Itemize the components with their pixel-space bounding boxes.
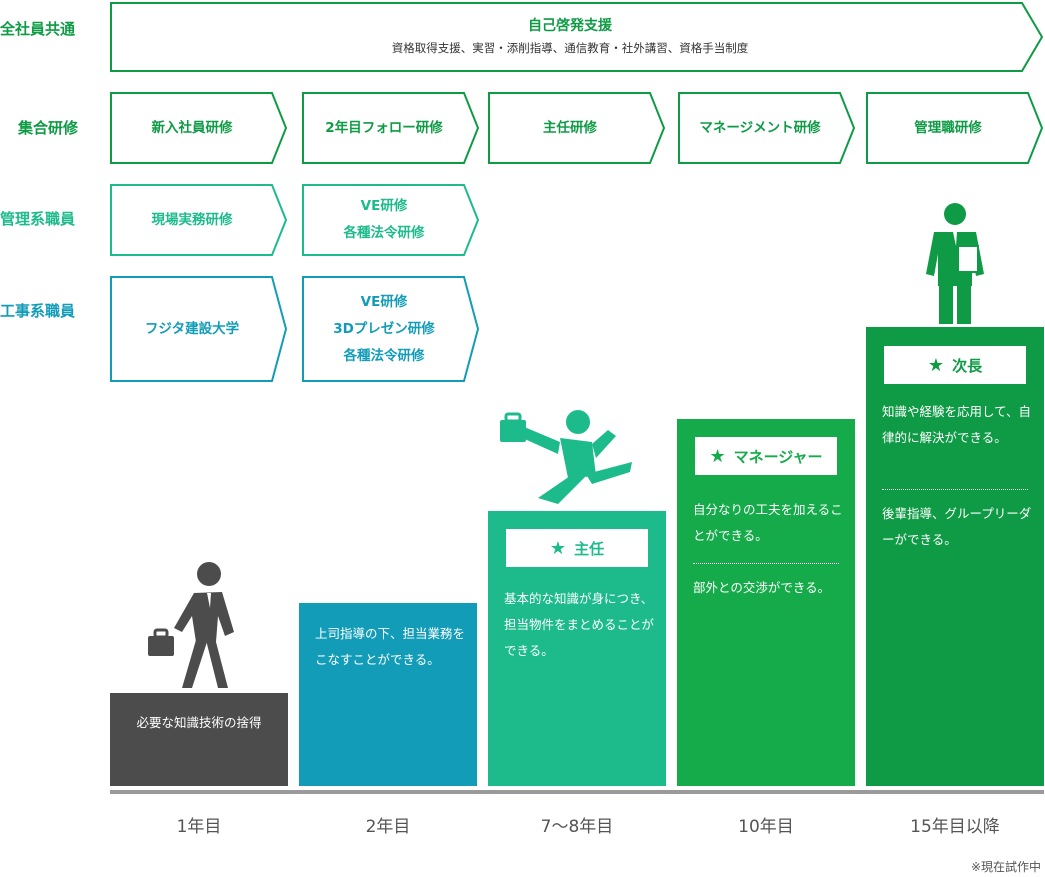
trial-note: ※現在試作中: [970, 860, 1041, 874]
stage-description: 必要な知識技術の捨得: [136, 715, 262, 730]
year-label: 10年目: [738, 817, 794, 837]
eng-training-label: VE研修: [360, 293, 408, 310]
stage-description: 上司指導の下、担当業務をこなすことができる。: [315, 626, 466, 667]
group-training-second-year: 2年目フォロー研修: [302, 92, 480, 164]
walking-businessman-icon: [148, 562, 234, 688]
row-label-engineering-staff: 工事系職員: [0, 302, 76, 320]
stage-title-label: マネージャー: [733, 447, 823, 466]
group-training-label: 新入社員研修: [151, 119, 233, 136]
admin-training-field-practice: 現場実務研修: [110, 184, 288, 256]
self-development-subtitle: 資格取得支援、実習・添削指導、通信教育・社外講習、資格手当制度: [391, 41, 749, 55]
jumping-businessman-icon: [500, 410, 632, 504]
year-label: 15年目以降: [910, 817, 1000, 837]
row-label-admin-staff: 管理系職員: [0, 210, 76, 228]
eng-training-fujita-university: フジタ建設大学: [110, 276, 288, 382]
star-icon: ★: [709, 445, 726, 467]
group-training-label: 2年目フォロー研修: [325, 119, 443, 136]
stage-bar-deputy-manager: ★ 次長 知識や経験を応用して、自律的に解決ができる。 後輩指導、グループリーダ…: [866, 327, 1044, 786]
group-training-new-employee: 新入社員研修: [110, 92, 288, 164]
admin-training-ve-legal: VE研修 各種法令研修: [302, 184, 480, 256]
stage-description: 後輩指導、グループリーダーができる。: [882, 506, 1032, 547]
group-training-label: 主任研修: [543, 119, 597, 136]
stage-bar-chief: ★ 主任 基本的な知識が身につき、担当物件をまとめることができる。: [488, 511, 666, 786]
divider: [693, 563, 839, 564]
stage-title-chief: ★ 主任: [506, 529, 648, 567]
stage-description: 基本的な知識が身につき、担当物件をまとめることができる。: [504, 591, 655, 658]
year-label: 2年目: [365, 817, 411, 837]
admin-training-label: VE研修: [360, 198, 408, 214]
group-training-label: 管理職研修: [914, 119, 982, 136]
stage-title-manager: ★ マネージャー: [695, 437, 837, 475]
self-development-arrow-shape: [110, 2, 1044, 72]
star-icon: ★: [927, 354, 945, 376]
admin-training-label: 各種法令研修: [343, 225, 425, 241]
self-development-title: 自己啓発支援: [528, 18, 612, 34]
row-label-group-training: 集合研修: [18, 119, 79, 137]
eng-training-label: 各種法令研修: [343, 347, 425, 364]
eng-training-label: 3Dプレゼン研修: [333, 320, 435, 337]
group-training-manager: 管理職研修: [866, 92, 1044, 164]
timeline-baseline: [110, 790, 1044, 794]
stage-title-deputy-manager: ★ 次長: [884, 346, 1026, 384]
eng-training-label: フジタ建設大学: [144, 320, 240, 337]
stage-description: 自分なりの工夫を加えることができる。: [693, 502, 843, 543]
stage-description: 部外との交渉ができる。: [693, 580, 831, 595]
divider: [882, 489, 1028, 490]
row-label-all-staff: 全社員共通: [0, 20, 76, 38]
star-icon: ★: [549, 537, 567, 559]
stage-bar-year2: 上司指導の下、担当業務をこなすことができる。: [299, 603, 477, 786]
year-label: 7〜8年目: [540, 817, 614, 837]
year-label: 1年目: [176, 817, 222, 837]
group-training-management: マネージメント研修: [678, 92, 856, 164]
stage-description: 知識や経験を応用して、自律的に解決ができる。: [882, 404, 1032, 445]
admin-training-label: 現場実務研修: [151, 211, 233, 228]
standing-businessman-icon: [926, 203, 984, 324]
stage-bar-manager: ★ マネージャー 自分なりの工夫を加えることができる。 部外との交渉ができる。: [677, 419, 855, 786]
stage-bar-year1: 必要な知識技術の捨得: [110, 693, 288, 786]
group-training-label: マネージメント研修: [699, 119, 821, 136]
stage-title-label: 主任: [574, 539, 605, 558]
self-development-arrow: 自己啓発支援 資格取得支援、実習・添削指導、通信教育・社外講習、資格手当制度: [110, 2, 1044, 72]
stage-title-label: 次長: [952, 356, 983, 375]
group-training-chief: 主任研修: [488, 92, 666, 164]
eng-training-ve-3d-legal: VE研修 3Dプレゼン研修 各種法令研修: [302, 276, 480, 382]
